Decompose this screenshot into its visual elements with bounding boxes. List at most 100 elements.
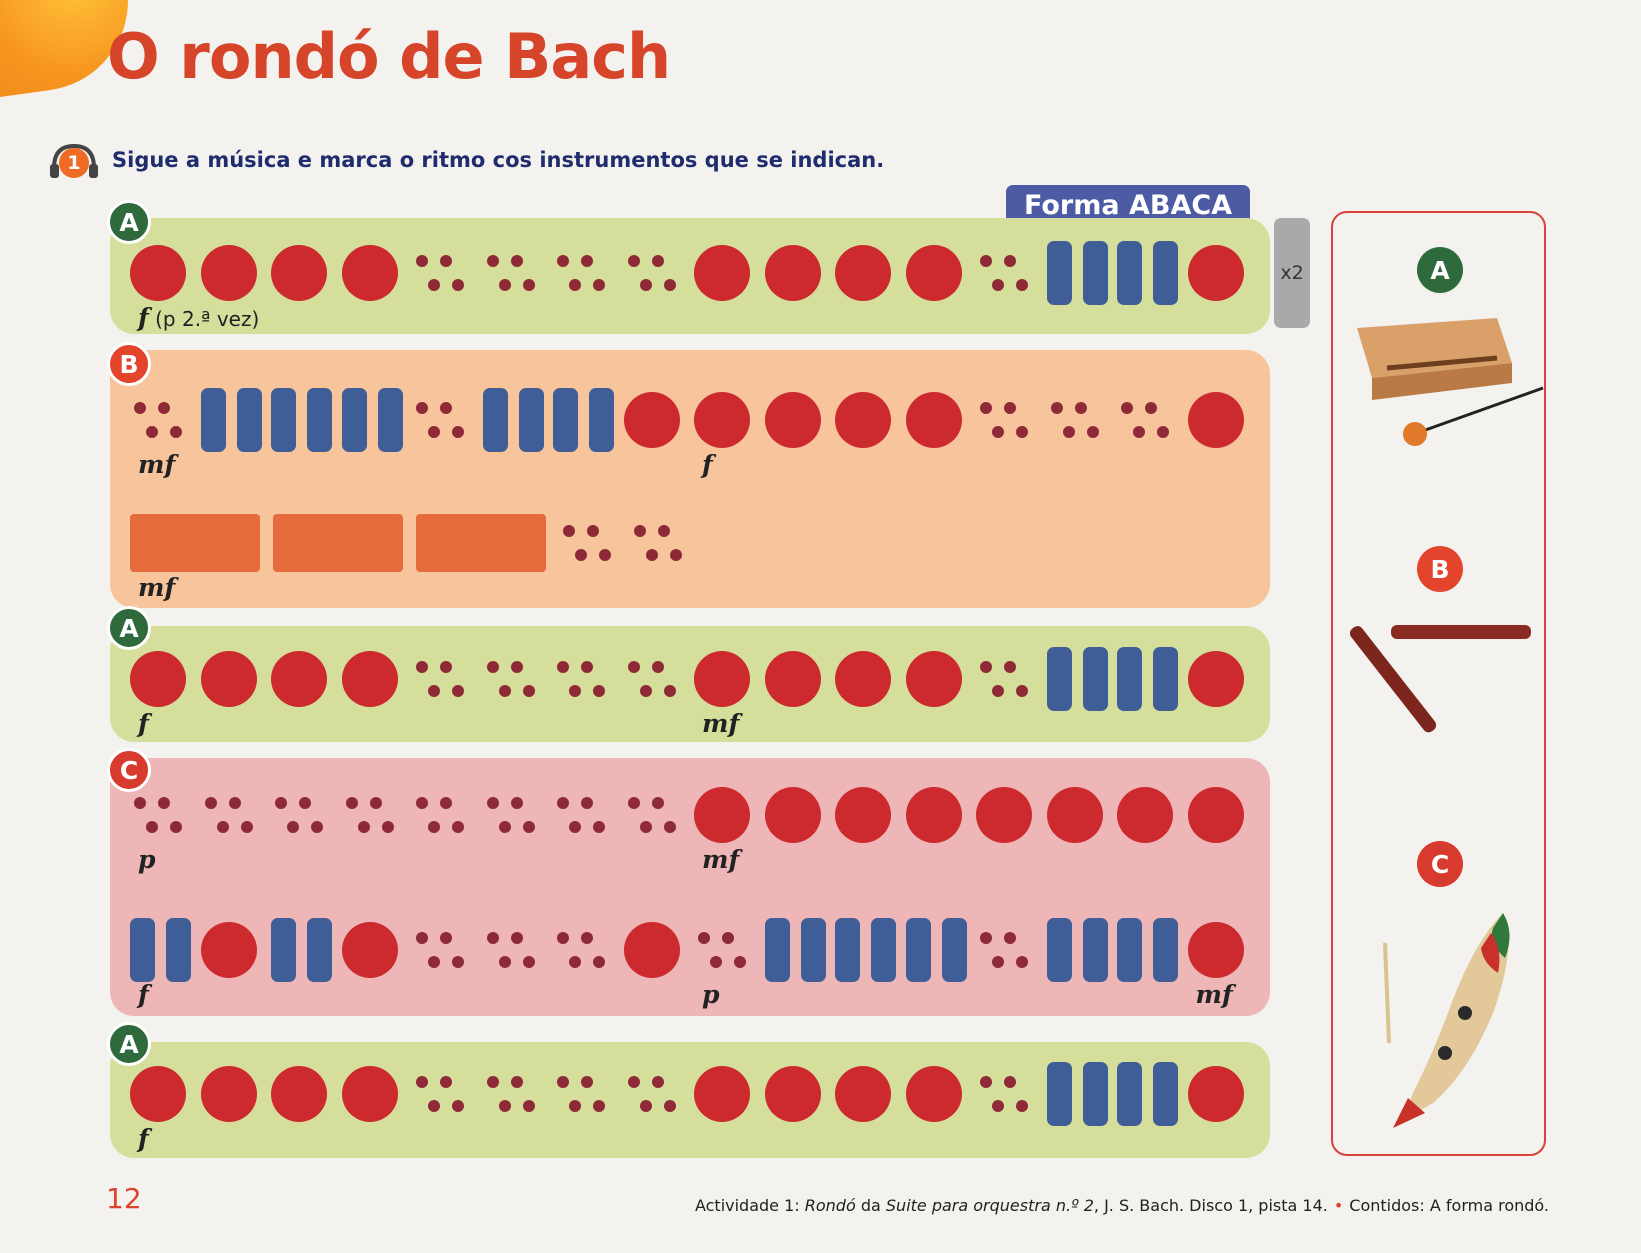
rest-dot: [134, 402, 146, 414]
quarter-note: [271, 651, 327, 707]
rest-dot: [1086, 426, 1099, 438]
rest-dot: [1016, 426, 1028, 438]
eighth-bar: [341, 388, 367, 452]
rest-dots: [412, 797, 472, 837]
rest-dot: [486, 932, 499, 944]
rest-dot: [669, 549, 682, 561]
rest-dot: [498, 279, 511, 291]
quarter-note: [764, 1066, 821, 1122]
rest-dot: [593, 821, 605, 833]
rest-dot: [146, 426, 158, 438]
rest-dot: [980, 661, 992, 673]
rest-dot: [416, 661, 428, 673]
rest-dot: [452, 821, 464, 833]
rest-dot: [1016, 685, 1028, 697]
rest-dot: [510, 255, 523, 267]
quarter-note: [341, 651, 398, 707]
rest-dot: [311, 821, 323, 833]
rest-dot: [1004, 932, 1016, 944]
dynamic-symbol: mf: [702, 709, 740, 738]
eighth-notes: [1046, 918, 1111, 982]
rest-dot: [1004, 402, 1016, 414]
page-title: O rondó de Bach: [107, 20, 671, 93]
rest-dot: [722, 932, 734, 944]
guiro-icon: [1383, 913, 1510, 1128]
eighth-bar: [1117, 241, 1142, 305]
quarter-note: [623, 392, 680, 448]
eighth-bar: [1153, 918, 1178, 982]
dynamic-symbol: f: [138, 980, 149, 1009]
footer-bullet: •: [1333, 1196, 1344, 1215]
repeat-tag: x2: [1274, 218, 1310, 328]
dynamic-note: (p 2.ª vez): [148, 307, 260, 331]
rest-dot: [1145, 402, 1157, 414]
rest-dot: [416, 797, 428, 809]
eighth-notes: [200, 388, 265, 452]
eighth-notes: [1117, 918, 1181, 982]
eighth-notes: [905, 918, 970, 982]
eighth-bar: [1082, 1062, 1108, 1126]
rest-dot: [275, 797, 287, 809]
rest-dot: [452, 426, 464, 438]
eighth-bar: [307, 918, 332, 982]
quarter-note: [341, 922, 398, 978]
rest-dot: [522, 279, 535, 291]
rest-dots: [976, 932, 1036, 972]
rest-dot: [1074, 402, 1087, 414]
eighth-bar: [307, 388, 332, 452]
rest-dots: [553, 797, 613, 837]
rest-dot: [980, 402, 992, 414]
rest-dot: [498, 956, 511, 968]
rest-dot: [710, 956, 722, 968]
eighth-bar: [1117, 1062, 1142, 1126]
rest-dots: [483, 255, 543, 295]
rest-dot: [698, 932, 710, 944]
eighth-bar: [1046, 647, 1072, 711]
rest-dot: [992, 279, 1004, 291]
quarter-note: [200, 922, 257, 978]
rest-dot: [557, 932, 569, 944]
rest-dot: [599, 549, 611, 561]
rest-dot: [1016, 956, 1028, 968]
eighth-notes: [482, 388, 547, 452]
instrument-label-b: B: [1417, 546, 1463, 592]
rest-dot: [651, 255, 664, 267]
rest-dots: [976, 661, 1036, 701]
eighth-bar: [589, 388, 614, 452]
eighth-bar: [377, 388, 403, 452]
rest-dot: [581, 797, 593, 809]
quarter-note: [835, 1066, 891, 1122]
instruction-text: Sigue a música e marca o ritmo cos instr…: [112, 148, 885, 172]
instrument-panel: A B C: [1331, 211, 1546, 1156]
rest-dot: [216, 821, 229, 833]
rest-dot: [980, 1076, 992, 1088]
rest-dots: [412, 932, 472, 972]
rest-dot: [228, 797, 241, 809]
eighth-bar: [1082, 241, 1108, 305]
eighth-bar: [1117, 647, 1142, 711]
rest-dots: [1117, 402, 1177, 442]
rest-dot: [522, 821, 535, 833]
eighth-notes: [835, 918, 899, 982]
quarter-note: [694, 787, 750, 843]
rest-dot: [663, 685, 676, 697]
rest-dot: [581, 661, 593, 673]
rest-dot: [498, 685, 511, 697]
half-note: [130, 514, 260, 572]
eighth-bar: [835, 918, 860, 982]
section-label: A: [107, 200, 151, 244]
eighth-bar: [1046, 918, 1072, 982]
eighth-bar: [1153, 647, 1178, 711]
rest-dot: [498, 821, 511, 833]
eighth-notes: [271, 918, 335, 982]
quarter-note: [1187, 651, 1244, 707]
rest-dot: [569, 279, 581, 291]
rest-dot: [1004, 255, 1016, 267]
rest-dot: [170, 426, 182, 438]
rest-dot: [1004, 661, 1016, 673]
eighth-notes: [1117, 647, 1181, 711]
dynamic-symbol: f: [702, 450, 713, 479]
footer-credit: Actividade 1: Rondó da Suite para orques…: [695, 1196, 1549, 1215]
eighth-bar: [271, 388, 296, 452]
section-label: C: [107, 748, 151, 792]
